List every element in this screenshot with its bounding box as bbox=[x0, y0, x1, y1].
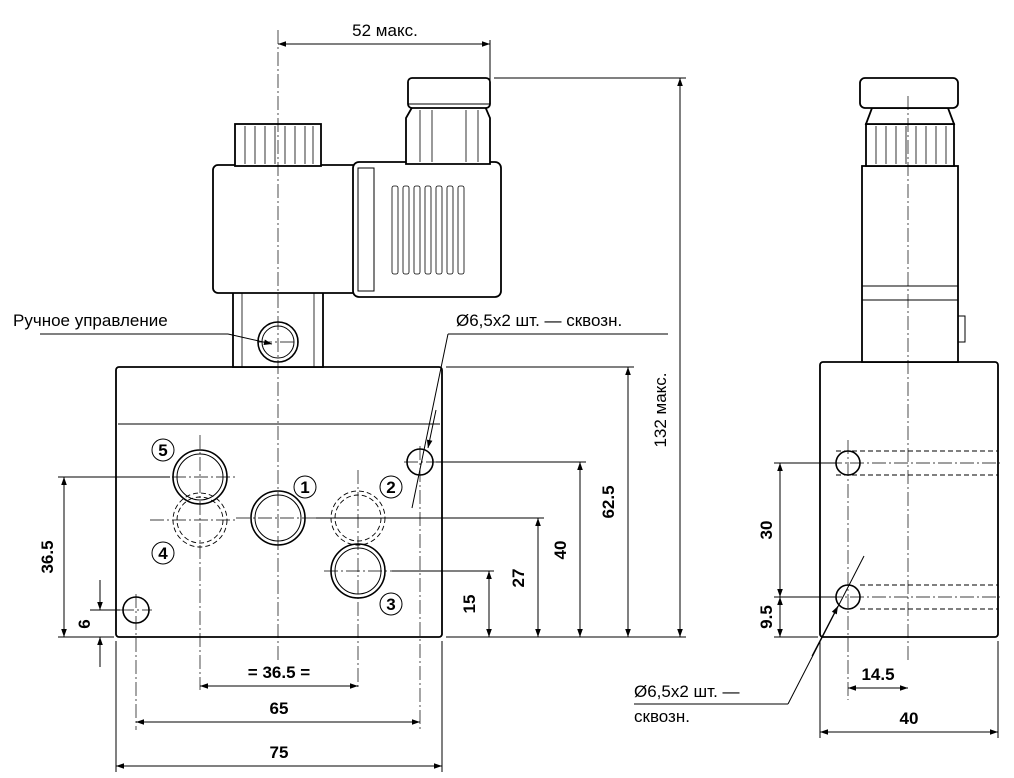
port-label-5: 5 bbox=[158, 441, 167, 460]
side-nut bbox=[865, 123, 955, 167]
dim-27: 27 bbox=[509, 569, 528, 588]
connector-plug bbox=[352, 161, 502, 298]
side-coil bbox=[861, 165, 959, 363]
dim-62-5: 62.5 bbox=[599, 485, 618, 518]
side-view bbox=[819, 77, 1000, 700]
dim-height-max: 132 макс. bbox=[651, 372, 670, 447]
front-dimensions: 52 макс. 132 макс. 62.5 40 27 15 36.5 6 bbox=[13, 21, 686, 772]
dim-36-5-center: = 36.5 = bbox=[248, 663, 310, 682]
dim-65: 65 bbox=[270, 699, 289, 718]
front-view: 5 4 1 2 3 bbox=[115, 30, 502, 730]
port-label-3: 3 bbox=[386, 595, 395, 614]
label-holes-bottom-2: сквозн. bbox=[634, 707, 690, 726]
dim-15: 15 bbox=[460, 595, 479, 614]
dim-30: 30 bbox=[757, 521, 776, 540]
dim-14-5: 14.5 bbox=[861, 665, 894, 684]
dim-40-vertical: 40 bbox=[551, 541, 570, 560]
label-manual-control: Ручное управление bbox=[13, 311, 168, 330]
label-holes-top: Ø6,5x2 шт. — сквозн. bbox=[456, 311, 622, 330]
gland-cap bbox=[407, 77, 491, 109]
side-body bbox=[819, 361, 999, 638]
dim-9-5: 9.5 bbox=[757, 605, 776, 629]
dim-75: 75 bbox=[270, 743, 289, 762]
side-cap bbox=[859, 77, 959, 109]
port-label-2: 2 bbox=[386, 478, 395, 497]
cable-gland bbox=[405, 103, 491, 165]
coil bbox=[212, 164, 359, 294]
port-label-1: 1 bbox=[300, 478, 309, 497]
label-holes-bottom-1: Ø6,5x2 шт. — bbox=[634, 682, 740, 701]
dim-36-5-vertical: 36.5 bbox=[38, 540, 57, 573]
port-labels: 5 4 1 2 3 bbox=[151, 438, 403, 616]
port-label-4: 4 bbox=[158, 544, 168, 563]
dim-6: 6 bbox=[75, 619, 94, 628]
dim-40-horizontal: 40 bbox=[900, 709, 919, 728]
dim-width-max: 52 макс. bbox=[352, 21, 418, 40]
side-dimensions: 30 9.5 14.5 40 Ø6,5x2 шт. — сквозн. bbox=[634, 462, 999, 738]
